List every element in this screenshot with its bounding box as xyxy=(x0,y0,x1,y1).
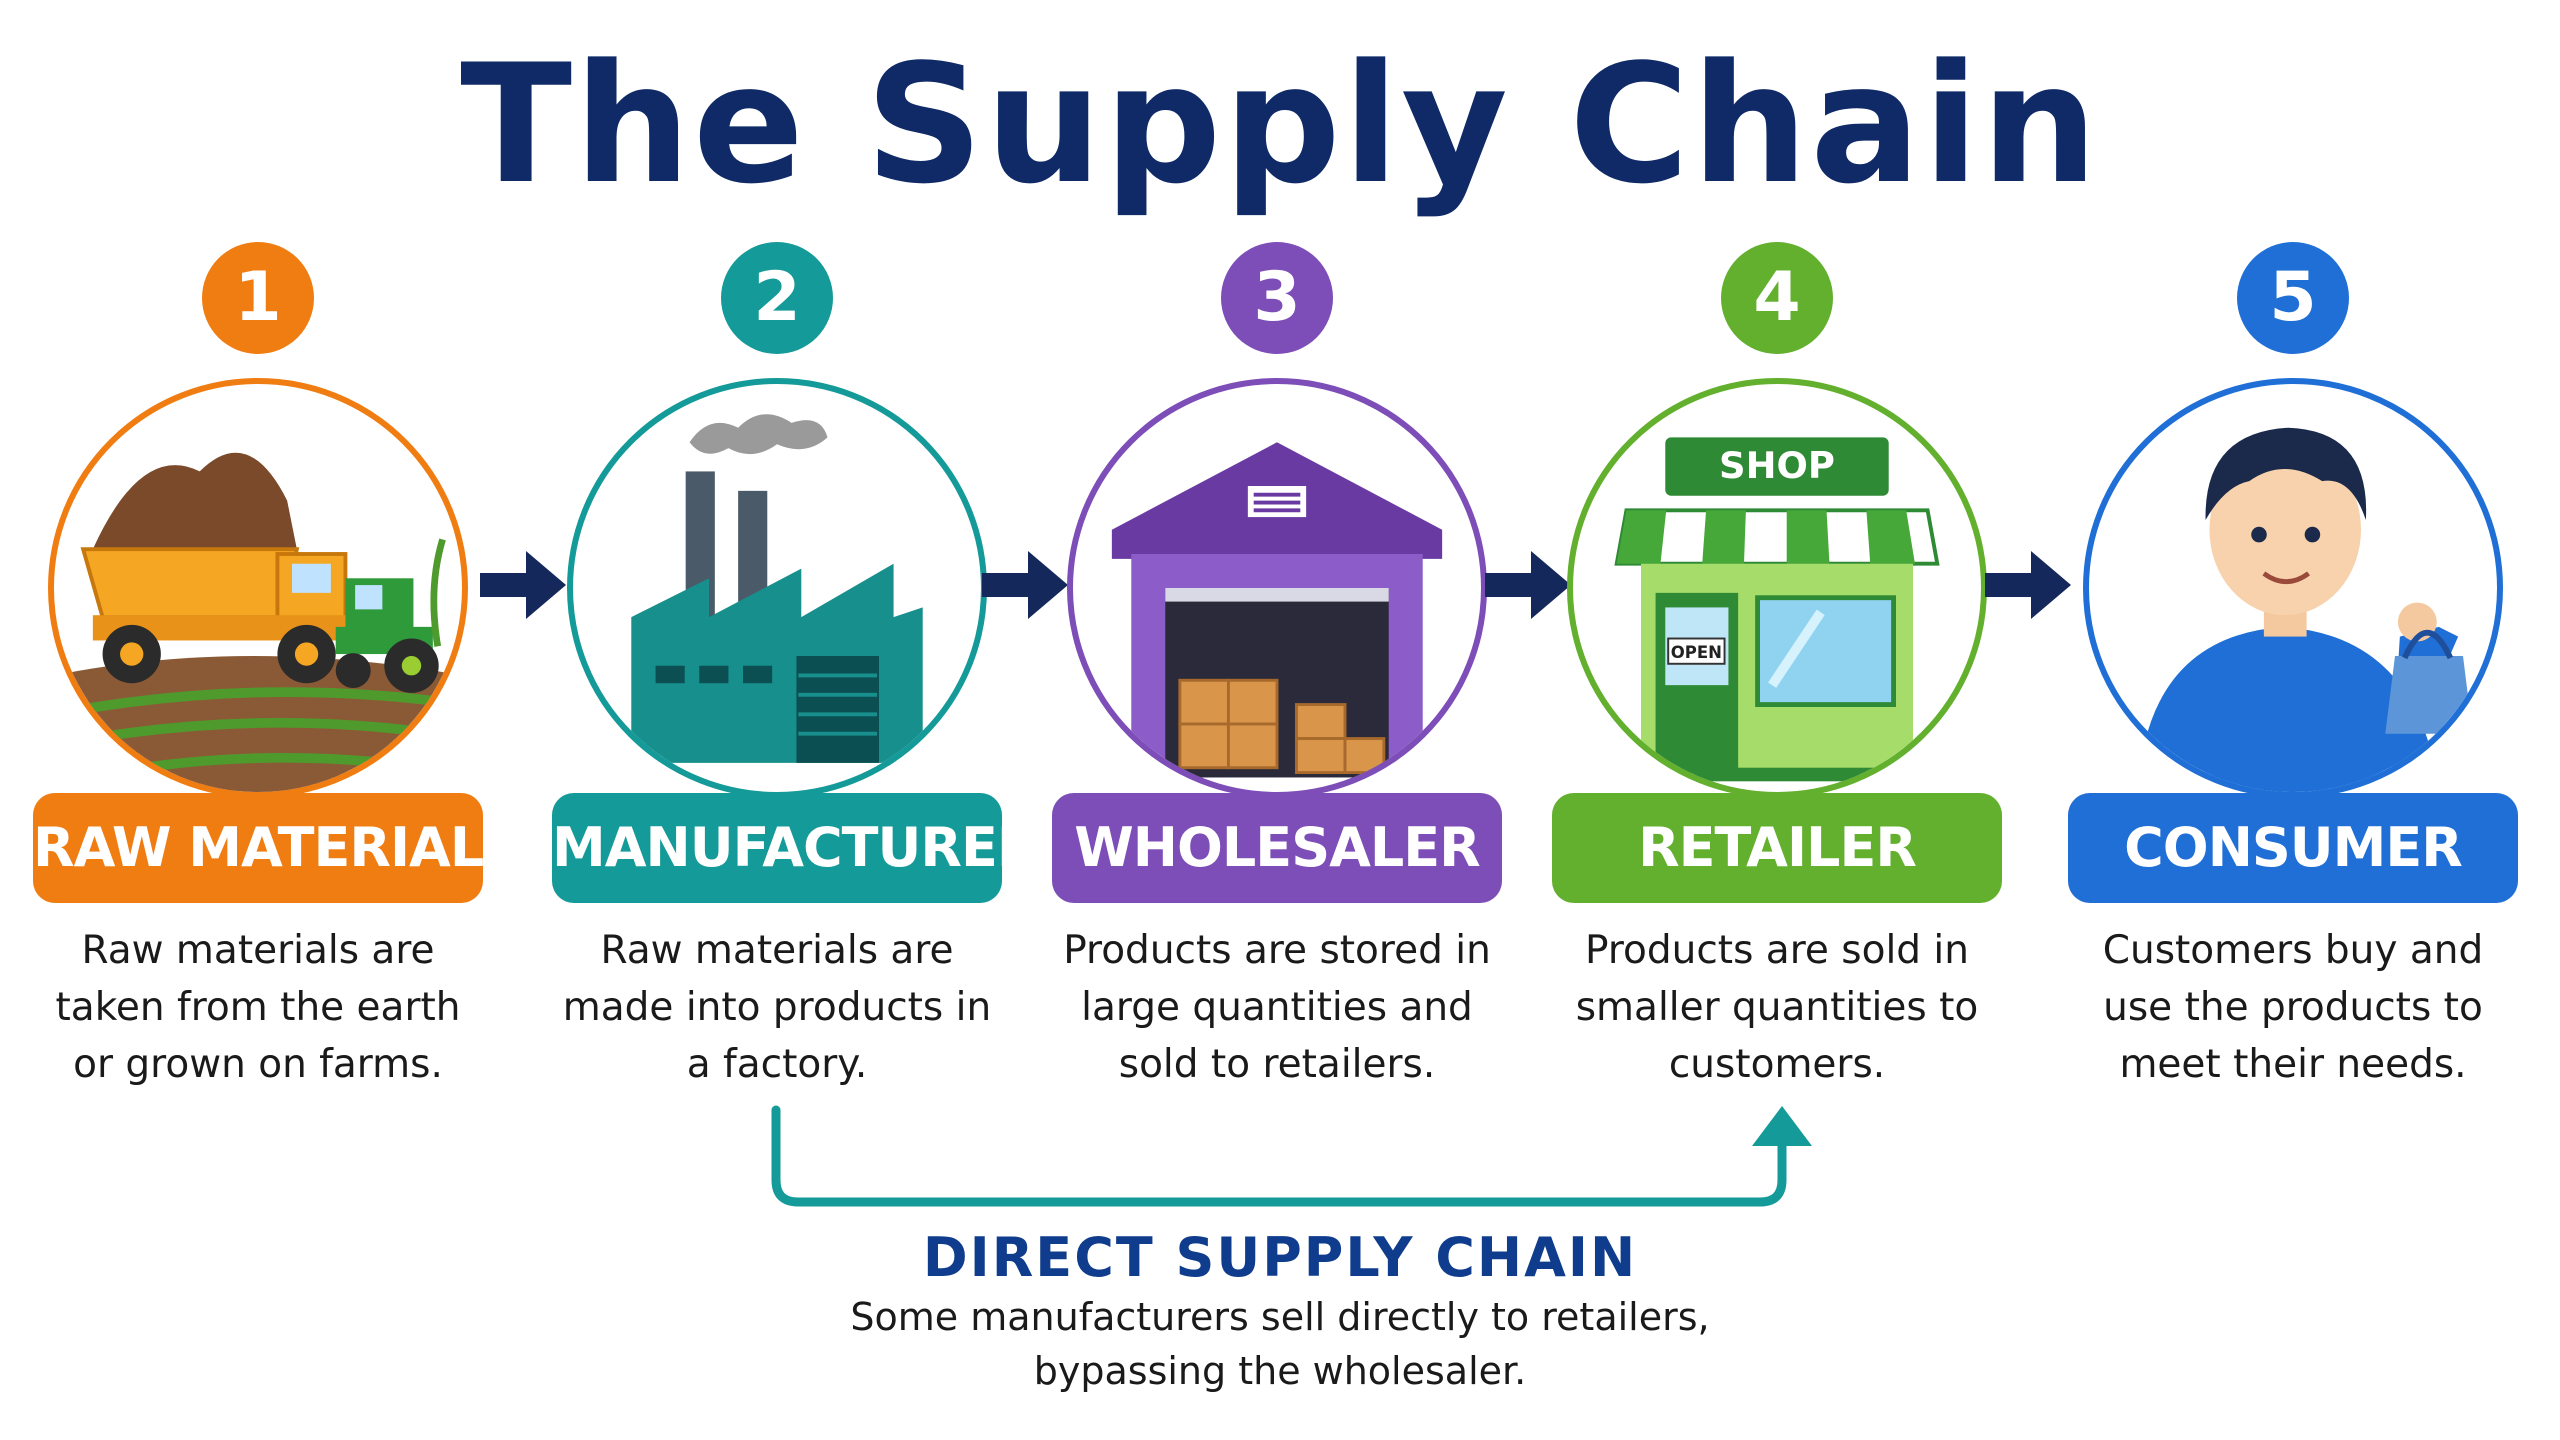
flow-arrow-icon xyxy=(478,545,568,625)
stage-description: Customers buy and use the products to me… xyxy=(2102,928,2484,1087)
stage-wholesaler: 3 WHOLESALER Products are stored in larg… xyxy=(1052,0,1502,1440)
stage-label: CONSUMER xyxy=(2068,793,2518,903)
stage-description: Raw materials are taken from the earth o… xyxy=(55,928,461,1087)
stage-label: MANUFACTURER xyxy=(552,793,1038,903)
step-number-badge: 5 xyxy=(2237,242,2349,354)
direct-supply-chain-description: Some manufacturers sell directly to reta… xyxy=(850,1295,1710,1393)
factory-icon xyxy=(631,414,923,763)
stage-icon-circle xyxy=(2083,378,2503,798)
stage-label: WHOLESALER xyxy=(1052,793,1502,903)
stage-consumer: 5 CONSUMER Customers buy and use the pro… xyxy=(2068,0,2518,1440)
step-number-badge: 4 xyxy=(1721,242,1833,354)
stage-raw-materials: 1 RAW MATERIALS Raw materials are taken … xyxy=(33,0,522,1440)
stage-label: RAW MATERIALS xyxy=(33,793,522,903)
step-number-badge: 3 xyxy=(1221,242,1333,354)
flow-arrow-icon xyxy=(980,545,1070,625)
stage-manufacturer: 2 MANUFACTURER Raw materials are made in… xyxy=(552,0,1038,1440)
direct-supply-chain-title: DIRECT SUPPLY CHAIN xyxy=(922,1226,1638,1289)
dump-truck-tractor-icon xyxy=(54,452,462,792)
stage-icon-circle xyxy=(567,378,987,798)
stage-description: Products are stored in large quantities … xyxy=(1063,928,1491,1087)
flow-arrow-icon xyxy=(1483,545,1573,625)
shop-sign-text: SHOP xyxy=(1719,444,1835,487)
stage-retailer: 4 SHOP OPEN RETAILER Products are sold i… xyxy=(1552,0,2002,1440)
stage-icon-circle xyxy=(1067,378,1487,798)
stage-description: Raw materials are made into products in … xyxy=(562,928,992,1087)
warehouse-icon xyxy=(1111,442,1443,778)
step-number-badge: 2 xyxy=(721,242,833,354)
stage-description: Products are sold in smaller quantities … xyxy=(1575,928,1979,1087)
shop-icon: SHOP OPEN xyxy=(1614,437,1940,782)
page-title: The Supply Chain xyxy=(460,29,2100,220)
stage-icon-circle xyxy=(48,378,468,798)
stage-icon-circle: SHOP OPEN xyxy=(1567,378,1987,798)
shopper-icon xyxy=(2137,427,2473,792)
step-number-badge: 1 xyxy=(202,242,314,354)
open-sign-text: OPEN xyxy=(1671,643,1722,662)
flow-arrow-icon xyxy=(1983,545,2073,625)
stage-label: RETAILER xyxy=(1552,793,2002,903)
